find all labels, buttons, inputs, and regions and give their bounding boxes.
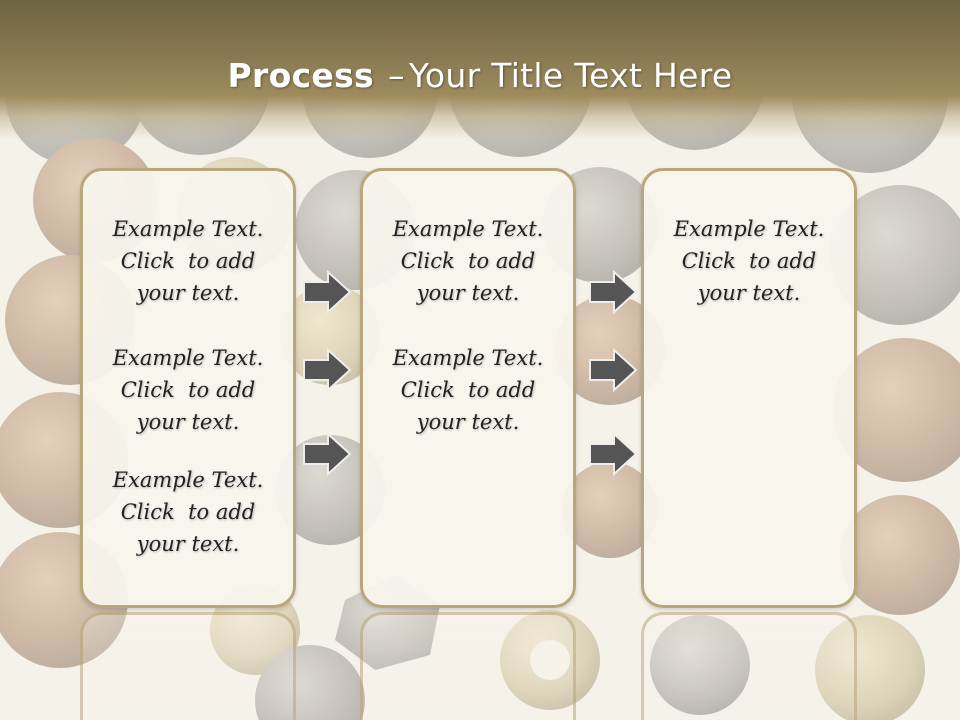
text-line: Example Text. xyxy=(392,217,544,241)
text-block[interactable]: Example Text. Click to add your text. xyxy=(363,342,573,438)
right-arrow-icon[interactable] xyxy=(588,348,638,392)
panel-1-reflection xyxy=(80,612,296,720)
process-step-3-panel[interactable]: Example Text. Click to add your text. xyxy=(641,168,857,608)
text-line: your text. xyxy=(136,410,240,434)
title-text: Your Title Text Here xyxy=(408,56,733,95)
text-line: Click to add xyxy=(400,378,536,402)
right-arrow-icon[interactable] xyxy=(302,270,352,314)
text-line: your text. xyxy=(416,281,520,305)
process-step-2-panel[interactable]: Example Text. Click to add your text. Ex… xyxy=(360,168,576,608)
text-line: Example Text. xyxy=(112,346,264,370)
text-block[interactable]: Example Text. Click to add your text. xyxy=(363,213,573,309)
right-arrow-icon[interactable] xyxy=(588,270,638,314)
text-line: your text. xyxy=(136,281,240,305)
panel-2-reflection xyxy=(360,612,576,720)
text-line: Example Text. xyxy=(392,346,544,370)
text-line: Click to add xyxy=(681,249,817,273)
text-block[interactable]: Example Text. Click to add your text. xyxy=(83,464,293,560)
right-arrow-icon[interactable] xyxy=(302,432,352,476)
text-line: Example Text. xyxy=(673,217,825,241)
title-bold-part: Process xyxy=(227,56,374,95)
text-line: Click to add xyxy=(120,378,256,402)
text-block[interactable]: Example Text. Click to add your text. xyxy=(83,342,293,438)
right-arrow-icon[interactable] xyxy=(302,348,352,392)
process-step-1-panel[interactable]: Example Text. Click to add your text. Ex… xyxy=(80,168,296,608)
text-line: Example Text. xyxy=(112,217,264,241)
panel-3-reflection xyxy=(641,612,857,720)
title-band xyxy=(0,0,960,140)
text-line: Click to add xyxy=(400,249,536,273)
text-line: Example Text. xyxy=(112,468,264,492)
text-line: your text. xyxy=(697,281,801,305)
text-line: your text. xyxy=(136,532,240,556)
right-arrow-icon[interactable] xyxy=(588,432,638,476)
slide-title[interactable]: Process–Your Title Text Here xyxy=(0,56,960,95)
text-line: your text. xyxy=(416,410,520,434)
title-separator: – xyxy=(388,56,405,95)
text-line: Click to add xyxy=(120,500,256,524)
text-block[interactable]: Example Text. Click to add your text. xyxy=(644,213,854,309)
text-line: Click to add xyxy=(120,249,256,273)
text-block[interactable]: Example Text. Click to add your text. xyxy=(83,213,293,309)
